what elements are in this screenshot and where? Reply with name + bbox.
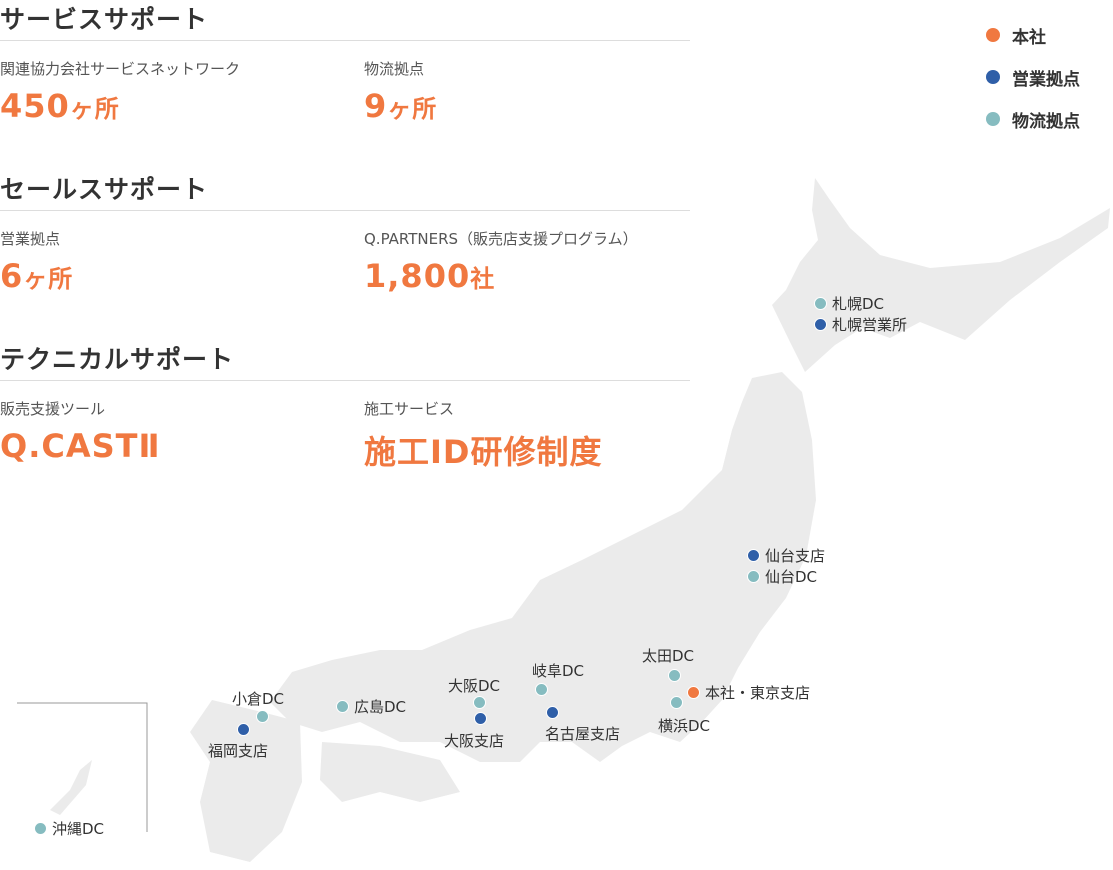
kyushu bbox=[190, 700, 302, 862]
legend-logistics: 物流拠点 bbox=[986, 98, 1080, 140]
pin-sendai-office: 仙台支店 bbox=[747, 545, 825, 566]
section-title: セールスサポート bbox=[0, 170, 690, 211]
logistics-dot-icon bbox=[986, 112, 1000, 126]
section-title: テクニカルサポート bbox=[0, 340, 690, 381]
shikoku bbox=[320, 742, 460, 802]
pin-sapporo-office: 札幌営業所 bbox=[814, 314, 907, 335]
hokkaido bbox=[772, 178, 1110, 372]
legend-sales: 営業拠点 bbox=[986, 56, 1080, 98]
okinawa-island bbox=[50, 760, 92, 815]
pin-hiroshima-dc: 広島DC bbox=[336, 696, 406, 717]
legend: 本社 営業拠点 物流拠点 bbox=[986, 14, 1080, 140]
stat-install-service: 施工サービス施工ID研修制度 bbox=[364, 400, 603, 471]
pin-okinawa-dc: 沖縄DC bbox=[34, 818, 104, 839]
sales-dot-icon bbox=[986, 70, 1000, 84]
pin-sapporo-dc: 札幌DC bbox=[814, 293, 884, 314]
pin-hq-tokyo: 本社・東京支店 bbox=[687, 682, 810, 703]
honshu bbox=[270, 372, 816, 762]
hq-dot-icon bbox=[986, 28, 1000, 42]
stat-qpartners: Q.PARTNERS（販売店支援プログラム）1,800社 bbox=[364, 230, 638, 295]
okinawa-inset-frame bbox=[17, 702, 148, 832]
section-title: サービスサポート bbox=[0, 0, 690, 41]
sado-island bbox=[580, 580, 596, 612]
legend-hq: 本社 bbox=[986, 14, 1080, 56]
pin-sendai-dc: 仙台DC bbox=[747, 566, 817, 587]
